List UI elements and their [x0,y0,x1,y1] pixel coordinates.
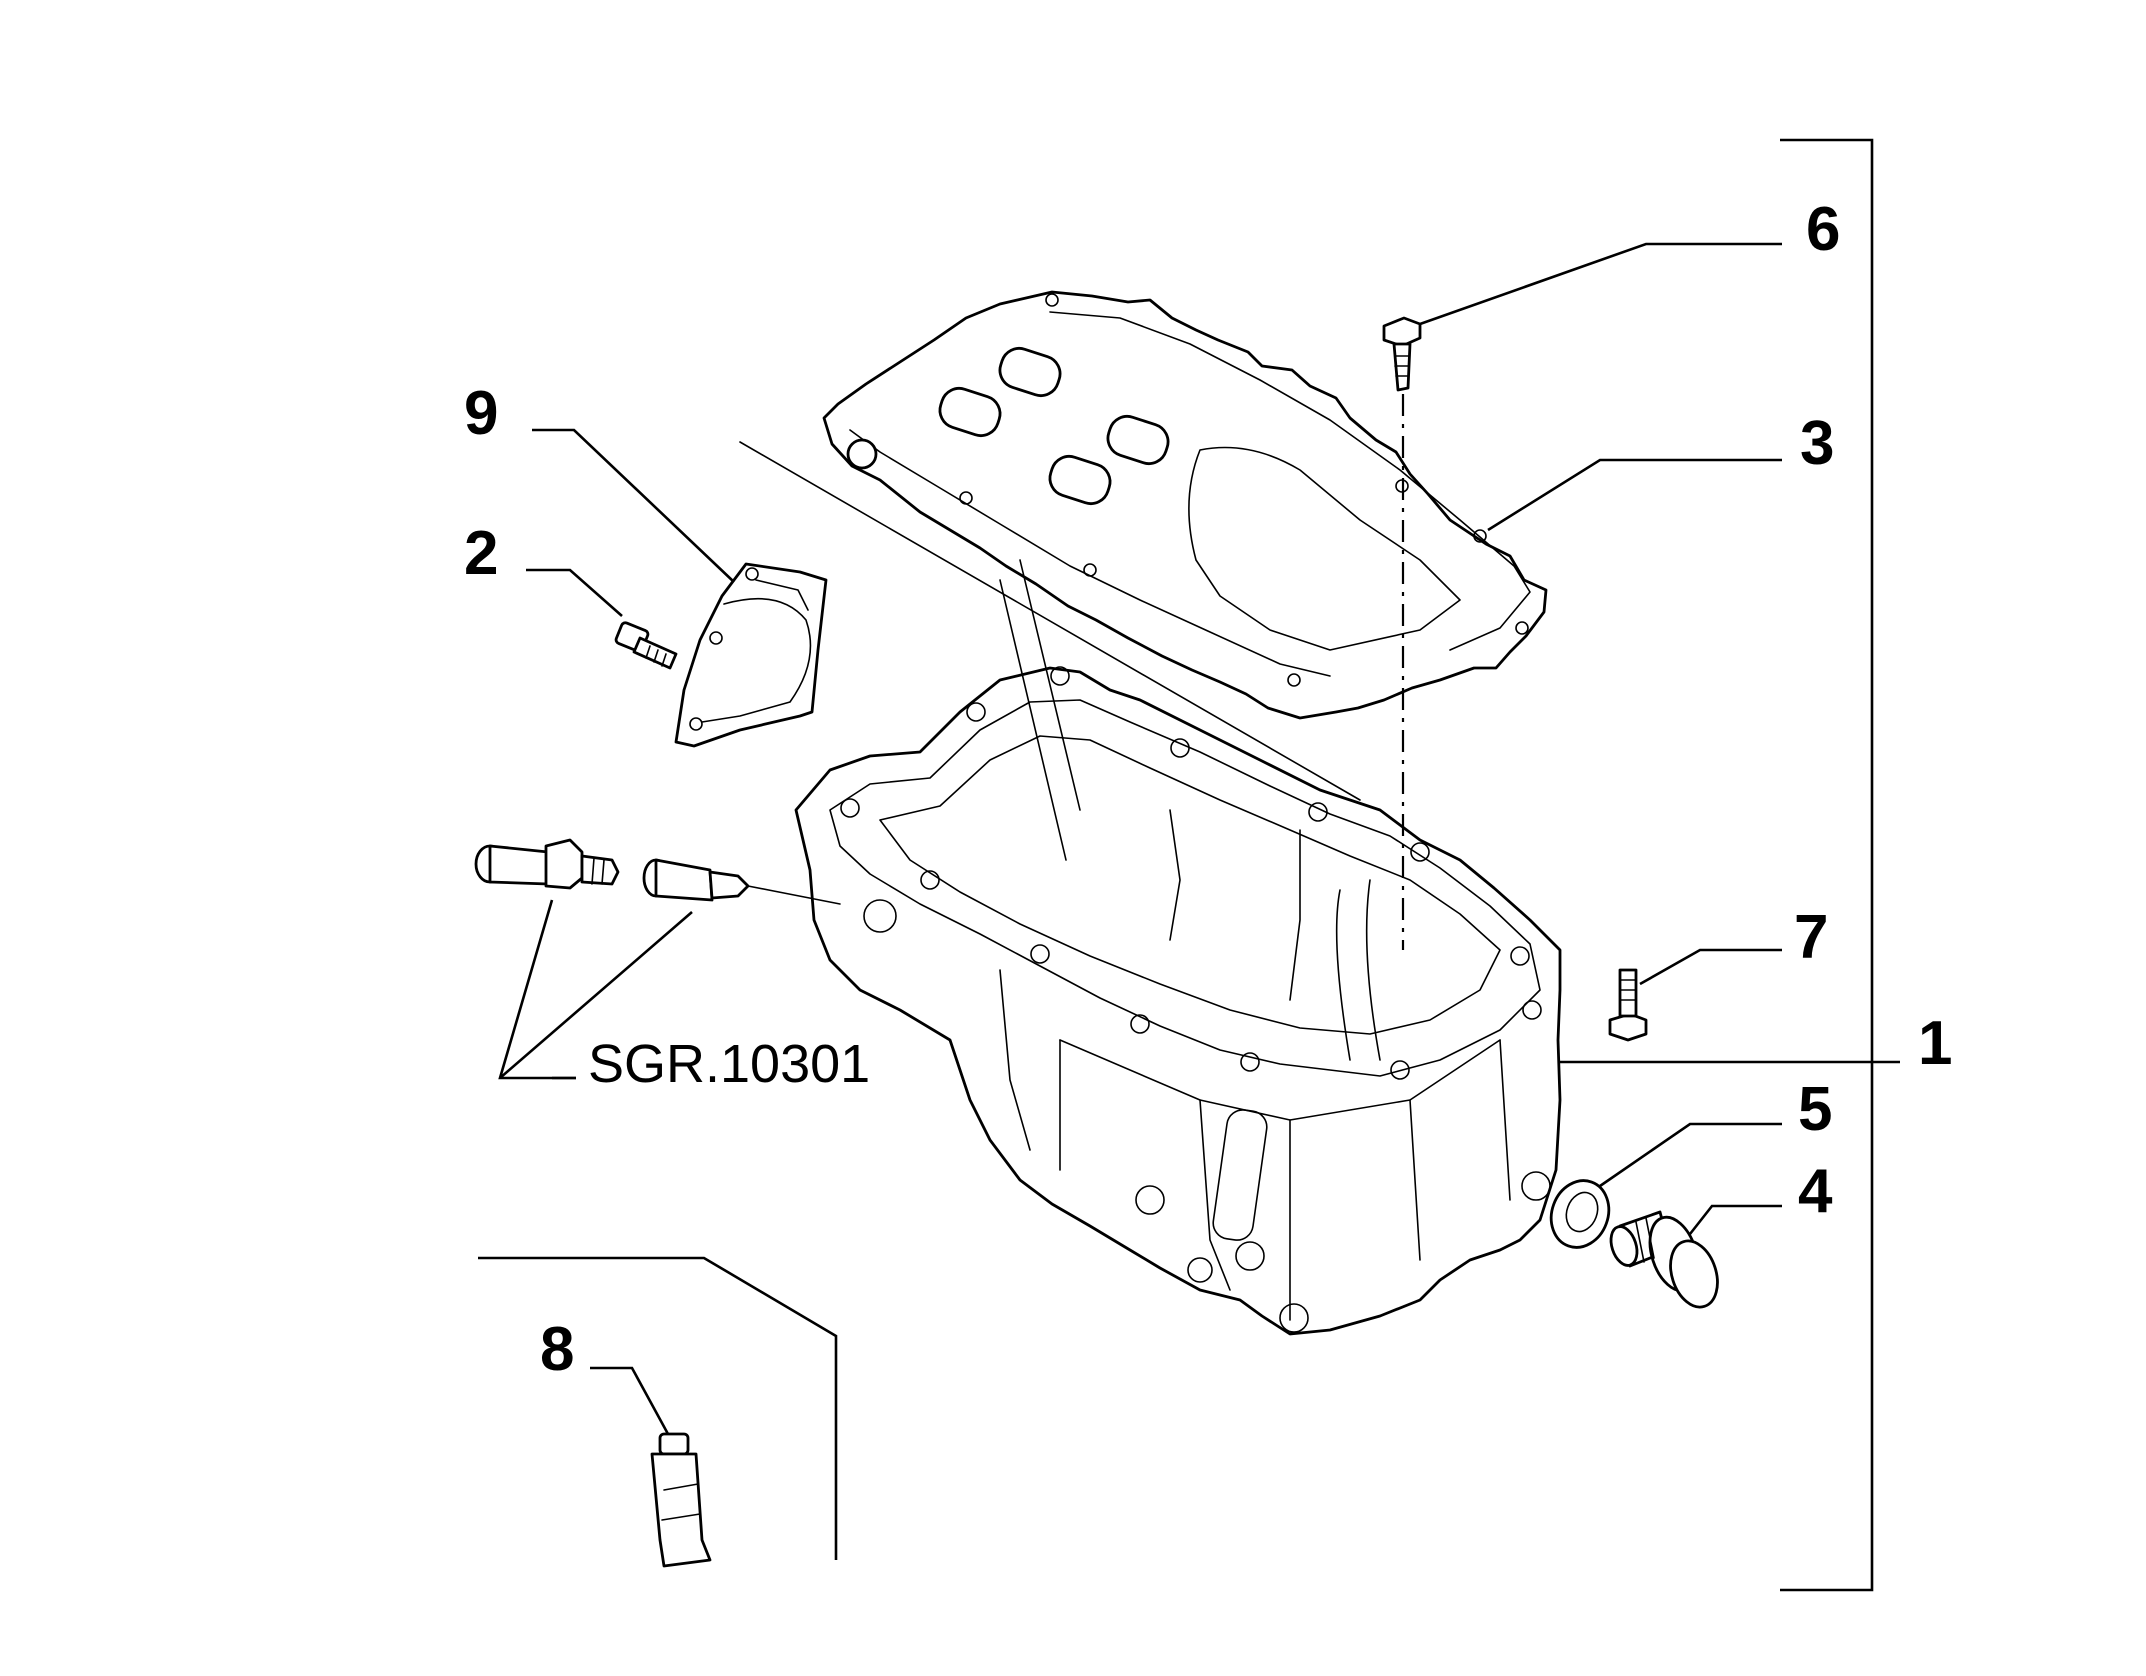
leader-line-8 [590,1366,670,1435]
callout-1: 1 [1918,1009,1952,1078]
oil-pan-icon [794,666,1562,1336]
callout-6: 6 [1806,195,1840,264]
callout-4: 4 [1798,1157,1833,1226]
sealant-tube-icon [650,1432,712,1568]
section-divider [478,1256,838,1560]
leader-line-3 [1487,458,1782,532]
assembly-axis [999,579,1067,861]
gasket-plate-icon [674,562,828,748]
callout-2: 2 [464,519,498,588]
baffle-plate-icon [822,290,1548,720]
bolt-icon [614,621,678,670]
reference-code[interactable]: SGR.10301 [588,1034,870,1094]
callout-7: 7 [1794,903,1828,972]
assembly-bracket [1780,138,1874,1592]
oil-level-sensor-icon [642,858,841,905]
drain-plug-icon [1609,1210,1719,1309]
leader-line-6 [1419,242,1782,326]
leader-line-sgr [499,911,693,1079]
callout-8: 8 [540,1315,574,1384]
bolt-icon [1608,968,1648,1042]
callout-9: 9 [464,379,498,448]
assembly-axis [1019,559,1081,811]
assembly-axis [739,441,1361,801]
leader-line-sgr [498,899,576,1080]
sealing-washer-icon [1549,1179,1611,1249]
oil-level-sensor-icon [474,838,620,890]
leader-line-5 [1599,1122,1782,1188]
callout-5: 5 [1798,1075,1832,1144]
leader-line-4 [1688,1204,1782,1235]
leader-line-9 [532,428,735,583]
callout-3: 3 [1800,409,1834,478]
leader-line-7 [1639,948,1782,986]
leader-line-2 [526,568,623,617]
bolt-icon [1382,316,1422,392]
